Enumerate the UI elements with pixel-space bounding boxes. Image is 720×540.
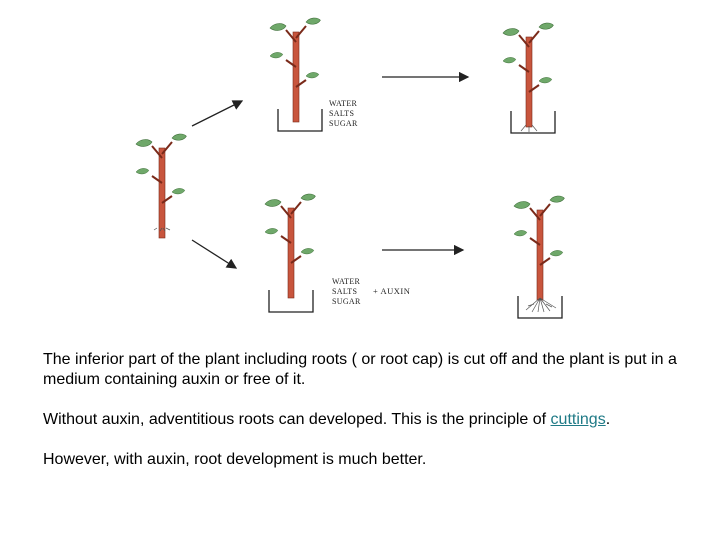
cuttings-link[interactable]: cuttings bbox=[550, 411, 606, 428]
svg-text:SALTS: SALTS bbox=[332, 287, 357, 296]
svg-text:SUGAR: SUGAR bbox=[329, 119, 358, 128]
paragraph-cuttings: Without auxin, adventitious roots can de… bbox=[43, 410, 703, 430]
bottom-result-plant bbox=[514, 196, 564, 313]
svg-text:SUGAR: SUGAR bbox=[332, 297, 361, 306]
top-result-beaker bbox=[510, 110, 556, 134]
top-result-plant bbox=[503, 23, 553, 132]
bottom-medium-labels: WATER SALTS SUGAR + AUXIN bbox=[332, 277, 410, 306]
paragraph-description: The inferior part of the plant including… bbox=[43, 351, 677, 388]
top-medium-labels: WATER SALTS SUGAR bbox=[329, 99, 358, 128]
top-beaker bbox=[277, 108, 323, 132]
bottom-cutting bbox=[265, 194, 315, 298]
paragraph-auxin-effect: However, with auxin, root development is… bbox=[43, 451, 427, 468]
top-cutting bbox=[270, 18, 320, 122]
arrow-up bbox=[191, 100, 244, 127]
arrow-down bbox=[191, 239, 238, 269]
paragraph-cuttings-text: Without auxin, adventitious roots can de… bbox=[43, 411, 551, 428]
svg-text:WATER: WATER bbox=[332, 277, 361, 286]
svg-text:WATER: WATER bbox=[329, 99, 358, 108]
svg-text:+ AUXIN: + AUXIN bbox=[373, 286, 410, 296]
starting-plant bbox=[136, 134, 186, 238]
paragraph-cuttings-period: . bbox=[605, 411, 611, 428]
plant-cutting-diagram: WATER SALTS SUGAR WATER SALTS SUGAR + AU… bbox=[0, 0, 720, 319]
svg-text:SALTS: SALTS bbox=[329, 109, 354, 118]
